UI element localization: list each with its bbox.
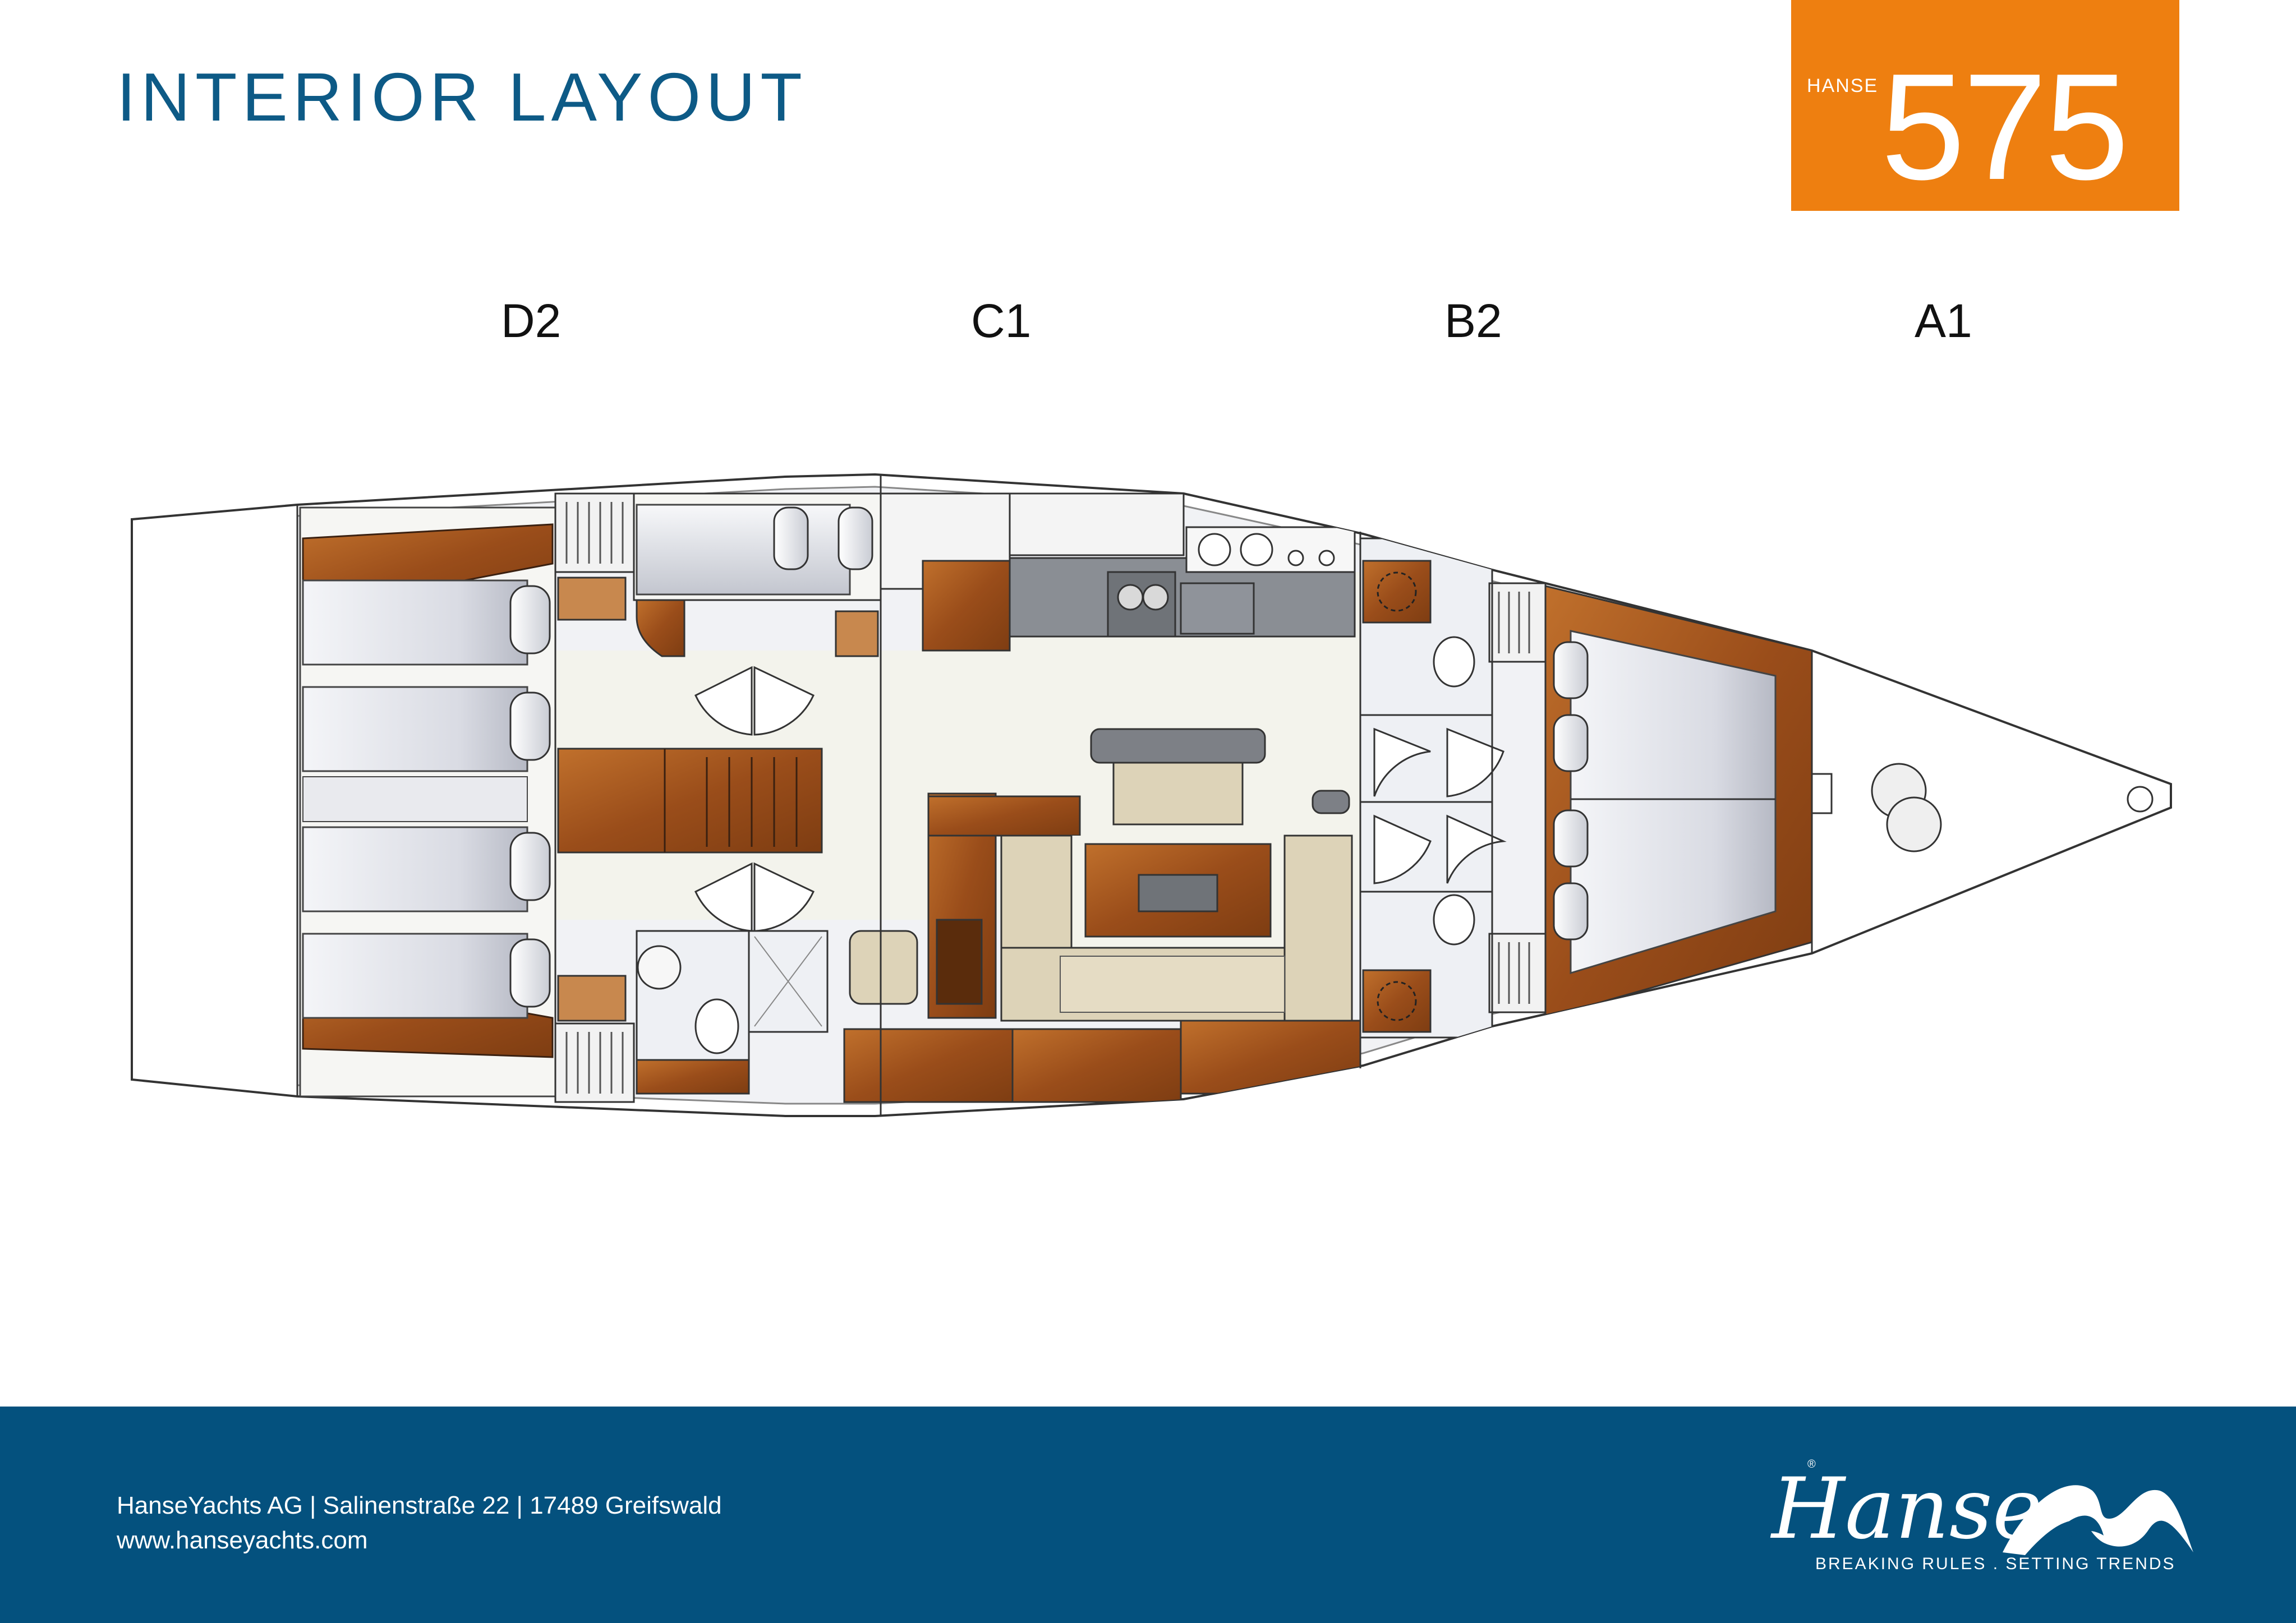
page-title: INTERIOR LAYOUT (117, 59, 807, 135)
aft-bed-2 (302, 686, 528, 772)
aft-bed-1 (302, 579, 528, 666)
aft-bed-4 (302, 933, 528, 1019)
company-address: HanseYachts AG | Salinenstraße 22 | 1748… (117, 1492, 722, 1519)
badge-brand: HANSE (1807, 75, 1879, 96)
companionway-stairs (557, 748, 823, 854)
section-label-d2: D2 (501, 294, 562, 347)
section-label-b2: B2 (1444, 294, 1502, 347)
nav-seat (849, 930, 918, 1005)
interior-floor-plan (131, 473, 2172, 1117)
badge-model-number: 575 (1881, 43, 2129, 211)
hanse-wave-icon (2003, 1485, 2193, 1555)
section-label-a1: A1 (1915, 294, 1972, 347)
registered-mark: ® (1807, 1458, 1816, 1470)
aft-bed-3 (302, 826, 528, 912)
model-badge: HANSE 575 (1791, 0, 2179, 211)
section-label-c1: C1 (971, 294, 1032, 347)
footer-bar: HanseYachts AG | Salinenstraße 22 | 1748… (0, 1407, 2296, 1623)
c1-upper-bed (636, 504, 851, 596)
website-link[interactable]: www.hanseyachts.com (117, 1527, 368, 1554)
brand-tagline: BREAKING RULES . SETTING TRENDS (1815, 1555, 2176, 1573)
hanse-logo-wordmark: Hanse (1772, 1460, 2042, 1558)
